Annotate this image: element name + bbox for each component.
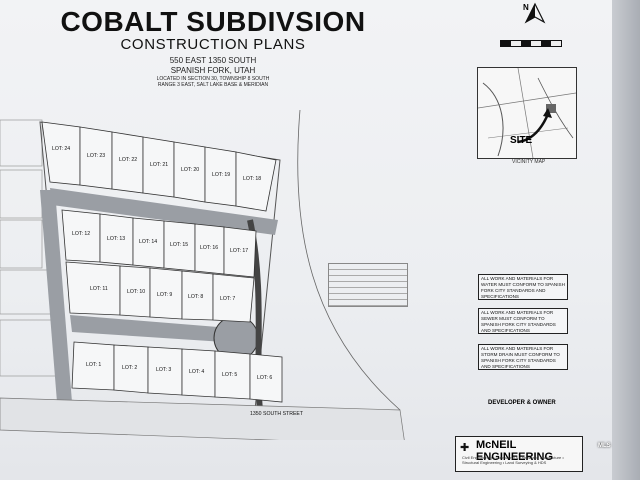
developer-title: DEVELOPER & OWNER: [488, 400, 556, 406]
lot-label: LOT: 14: [139, 239, 157, 245]
lot-label: LOT: 2: [122, 365, 137, 371]
lot-label: LOT: 12: [72, 231, 90, 237]
monitor-bezel: [612, 0, 640, 480]
lot-label: LOT: 3: [156, 367, 171, 373]
north-label: N: [523, 3, 529, 12]
lot-label: LOT: 4: [189, 369, 204, 375]
lot-label: LOT: 7: [220, 296, 235, 302]
lot-label: LOT: 9: [157, 292, 172, 298]
lot-data-table: [328, 263, 408, 307]
lot-label: LOT: 8: [188, 294, 203, 300]
lot-label: LOT: 19: [212, 172, 230, 178]
mcneil-logo-icon: ✚: [460, 442, 470, 454]
south-street: [0, 397, 405, 440]
plan-subtitle: CONSTRUCTION PLANS: [120, 36, 306, 53]
lot-label: LOT: 10: [127, 289, 145, 295]
address-line-1: 550 EAST 1350 SOUTH: [169, 56, 257, 65]
vicinity-map: [477, 67, 577, 159]
legal-line-1: LOCATED IN SECTION 30, TOWNSHIP 8 SOUTH: [156, 76, 270, 82]
address-line-2: SPANISH FORK, UTAH: [170, 66, 256, 75]
site-plan: LOT: 24 LOT: 23 LOT: 22 LOT: 21 LOT: 20 …: [0, 110, 405, 440]
engineer-tagline: Civil Engineering • Consulting & Landsca…: [462, 455, 564, 465]
road-north: [50, 188, 278, 235]
mls-watermark: MLS: [598, 443, 611, 449]
east-property-line: [297, 110, 401, 411]
lot-label: LOT: 5: [222, 372, 237, 378]
lot-label: LOT: 22: [119, 157, 137, 163]
lot-label: LOT: 20: [181, 167, 199, 173]
lot-blocks: [41, 121, 283, 403]
site-label: SITE: [510, 135, 533, 146]
engineer-title-block: ✚ McNEIL ENGINEERING Civil Engineering •…: [455, 436, 583, 472]
scale-bar: [500, 40, 562, 47]
lot-labels: LOT: 24 LOT: 23 LOT: 22 LOT: 21 LOT: 20 …: [52, 146, 272, 381]
lot-label: LOT: 21: [150, 162, 168, 168]
lot-label: LOT: 16: [200, 245, 218, 251]
plan-title: COBALT SUBDIVSION: [60, 6, 366, 37]
lot-label: LOT: 23: [87, 153, 105, 159]
legal-line-2: RANGE 3 EAST, SALT LAKE BASE & MERIDIAN: [157, 82, 269, 88]
vicinity-roads: [478, 68, 576, 158]
lot-label: LOT: 1: [86, 362, 101, 368]
sewer-note: ALL WORK AND MATERIALS FOR SEWER MUST CO…: [478, 308, 568, 334]
vicinity-caption: VICINITY MAP: [512, 159, 546, 165]
engineer-name: McNEIL ENGINEERING: [476, 439, 554, 463]
lot-label: LOT: 6: [257, 375, 272, 381]
lot-label: LOT: 11: [90, 286, 108, 292]
lot-label: LOT: 15: [170, 242, 188, 248]
storm-drain-note: ALL WORK AND MATERIALS FOR STORM DRAIN M…: [478, 344, 568, 370]
road-cul-de-sac: [70, 315, 255, 344]
lot-label: LOT: 17: [230, 248, 248, 254]
lot-label: LOT: 24: [52, 146, 70, 152]
lot-label: LOT: 13: [107, 236, 125, 242]
north-arrow-icon: [524, 2, 546, 24]
water-note: ALL WORK AND MATERIALS FOR WATER MUST CO…: [478, 274, 568, 300]
road-west: [40, 190, 72, 402]
lot-label: LOT: 18: [243, 176, 261, 182]
south-street-label: 1350 SOUTH STREET: [250, 411, 304, 417]
